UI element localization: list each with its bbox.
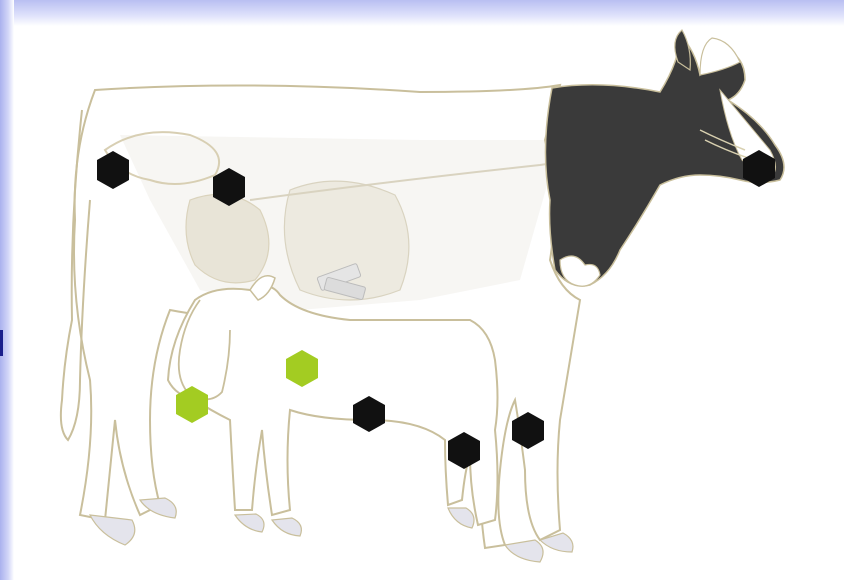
cow-hoof-rear xyxy=(90,515,135,545)
calf-hoof-rear xyxy=(448,508,474,528)
cow-hoof-front xyxy=(505,540,543,562)
calf-hoof-front-2 xyxy=(272,518,301,536)
calf-hoof-front xyxy=(235,514,264,532)
